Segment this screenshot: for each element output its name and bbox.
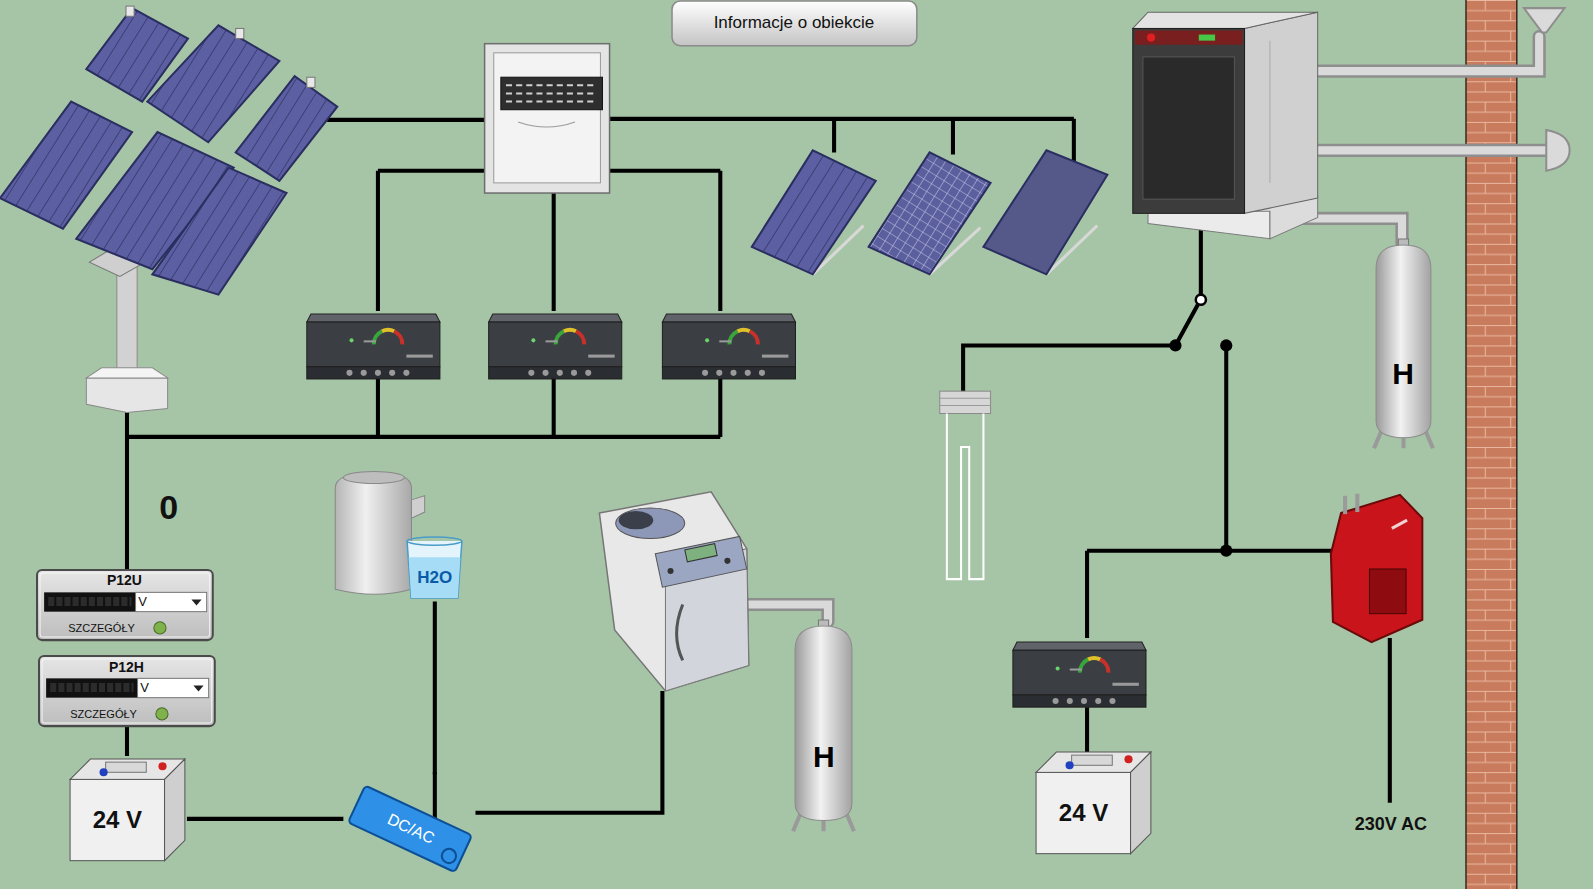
node-shape [1372, 239, 1435, 450]
text-slot: SZCZEGÓŁY [56, 705, 151, 723]
label-slot: 230V AC [1331, 811, 1451, 839]
water-glass: H2O [403, 535, 466, 601]
text-slot: Informacje o obiekcie [671, 0, 918, 47]
meter-panel: P12U V SZCZEGÓŁY [36, 569, 214, 641]
meter-panel: P12H V SZCZEGÓŁY [38, 655, 216, 727]
text-slot: 24 V [1036, 787, 1130, 838]
wire-connector [433, 601, 437, 774]
text-slot: DC/AC [343, 774, 477, 884]
node-text: DC/AC [384, 811, 437, 848]
node-text: H2O [417, 569, 452, 588]
hydrogen-tank: H [1372, 239, 1435, 450]
node-text: 24 V [1059, 800, 1108, 826]
node-text: V [138, 595, 147, 609]
node-text: 24 V [93, 807, 142, 833]
node-text: SZCZEGÓŁY [70, 708, 137, 720]
text-slot: V [140, 679, 191, 698]
node-text: Informacje o obiekcie [714, 14, 875, 33]
battery-box: 24 V [65, 754, 187, 864]
node-text: H [813, 740, 835, 773]
text-slot: V [138, 592, 189, 611]
battery-box: 24 V [1031, 747, 1153, 857]
node-text: P12H [109, 660, 144, 675]
text-slot: H [1372, 357, 1435, 391]
node-text: P12U [107, 573, 142, 588]
label-slot: 0 [148, 484, 189, 533]
node-text: V [140, 681, 149, 695]
text-slot: P12H [38, 658, 216, 676]
text-slot: P12U [36, 572, 214, 590]
hydrogen-tank: H [791, 620, 856, 833]
inverter-box: DC/AC [343, 774, 477, 884]
text-slot: SZCZEGÓŁY [54, 619, 149, 637]
node-shape [791, 620, 856, 833]
wire-connector [187, 817, 343, 821]
node-text: H [1392, 357, 1414, 390]
node-text: SZCZEGÓŁY [68, 622, 135, 634]
text-slot: H2O [403, 560, 466, 597]
free-label: 0 [159, 489, 178, 526]
text-slot: H [791, 739, 856, 773]
text-slot: 24 V [70, 794, 164, 845]
info-button: Informacje o obiekcie [671, 0, 918, 47]
free-label: 230V AC [1355, 815, 1427, 835]
